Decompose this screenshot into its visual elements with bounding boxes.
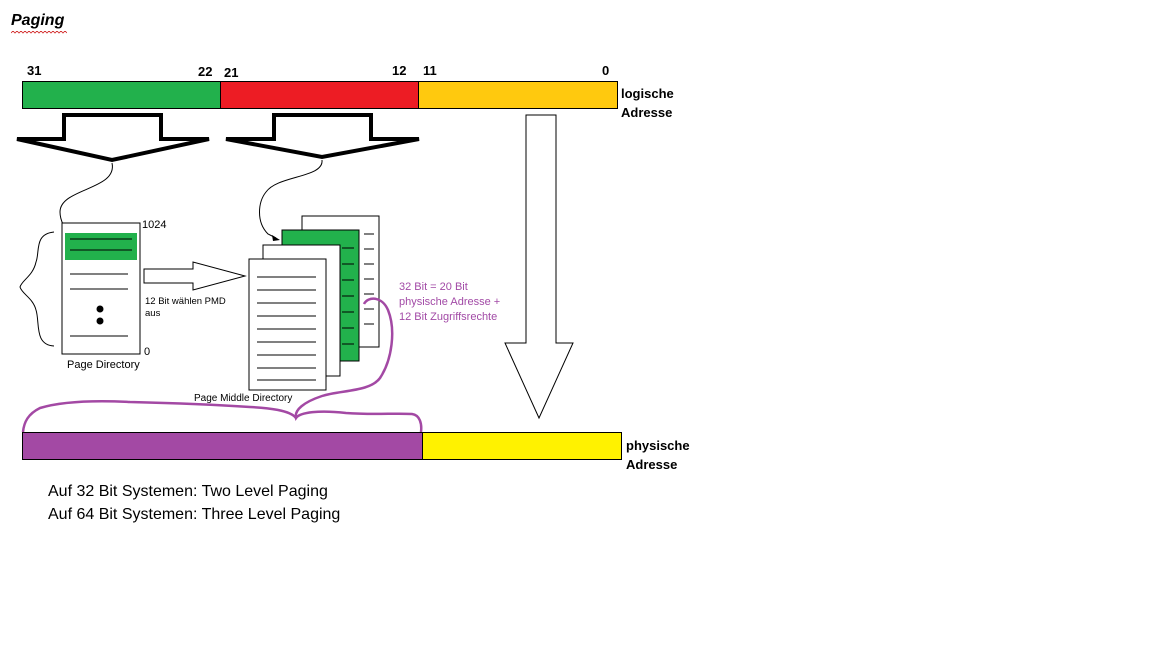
page-directory-caption: Page Directory — [67, 359, 140, 371]
logical-address-label: logische Adresse — [621, 86, 674, 120]
connector-to-page-directory — [59, 162, 113, 231]
logical-address-bits-21-12 — [220, 81, 420, 109]
entry-size-note: 32 Bit = 20 Bit physische Adresse + 12 B… — [399, 281, 501, 323]
bit-label-21: 21 — [224, 65, 239, 80]
pmd-select-note: 12 Bit wählen PMD aus — [145, 296, 226, 319]
page-directory-bottom-index: 0 — [144, 346, 151, 358]
spellcheck-underline — [11, 31, 67, 34]
physical-address-offset-bits — [422, 432, 622, 460]
bit-label-11: 11 — [423, 63, 437, 78]
pmd-front-page — [248, 258, 327, 391]
pmd-caption: Page Middle Directory — [194, 393, 293, 404]
logical-address-bits-31-22 — [22, 81, 222, 109]
page-directory-brace — [19, 231, 55, 347]
green-field-arrow — [16, 113, 210, 163]
offset-arrow — [504, 114, 574, 420]
bit-label-22: 22 — [198, 64, 213, 79]
bit-label-12: 12 — [392, 63, 407, 78]
page-directory-top-index: 1024 — [142, 219, 167, 231]
note-32bit: Auf 32 Bit Systemen: Two Level Paging — [48, 483, 328, 500]
logical-address-bits-11-0 — [418, 81, 618, 109]
red-field-arrow — [225, 113, 420, 160]
purple-entry-brace — [294, 297, 423, 433]
physical-address-label: physische Adresse — [626, 438, 690, 472]
diagram-title: Paging — [11, 12, 65, 29]
connector-to-pmd — [259, 159, 323, 239]
bit-label-0: 0 — [602, 63, 610, 78]
page-directory-selected-entry — [65, 233, 137, 260]
physical-address-frame-bits — [22, 432, 424, 460]
bit-label-31: 31 — [27, 63, 42, 78]
note-64bit: Auf 64 Bit Systemen: Three Level Paging — [48, 506, 341, 523]
pmd-select-arrow — [143, 261, 247, 291]
